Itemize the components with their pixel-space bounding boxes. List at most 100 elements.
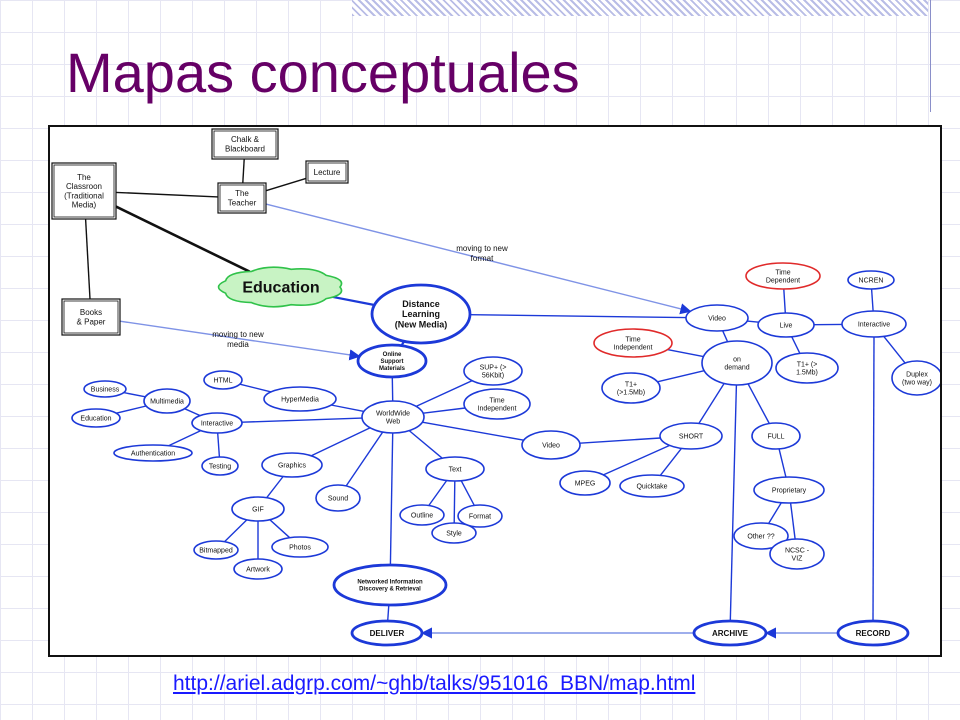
node-outline: Outline bbox=[399, 504, 445, 526]
node-artwork: Artwork bbox=[233, 558, 283, 580]
edge-on_demand-t1plus_left bbox=[657, 370, 705, 383]
node-record: RECORD bbox=[836, 619, 910, 647]
source-link[interactable]: http://ariel.adgrp.com/~ghb/talks/951016… bbox=[173, 672, 696, 695]
edge-classroom-education bbox=[115, 205, 251, 273]
node-duplex: Duplex(two way) bbox=[891, 360, 940, 396]
node-label: T1+(>1.5Mb) bbox=[617, 381, 645, 396]
node-label: Other ?? bbox=[747, 533, 774, 540]
node-label: HTML bbox=[213, 377, 232, 384]
node-html: HTML bbox=[203, 370, 243, 390]
node-t1plus_left: T1+(>1.5Mb) bbox=[601, 372, 661, 404]
node-label: Multimedia bbox=[150, 398, 184, 405]
node-other: Other ?? bbox=[733, 522, 789, 550]
node-label: NCREN bbox=[859, 277, 884, 284]
edge-hypermedia-html bbox=[239, 383, 272, 393]
node-quicktake: Quicktake bbox=[619, 474, 685, 498]
node-label: Video bbox=[708, 315, 726, 322]
node-label: Outline bbox=[411, 512, 433, 519]
node-business: Business bbox=[83, 380, 127, 398]
edge-graphics-gif bbox=[266, 476, 284, 499]
node-label: Education bbox=[80, 415, 111, 422]
edge-short-mpeg bbox=[603, 444, 670, 476]
node-education_small: Education bbox=[71, 408, 121, 428]
edge-www-hypermedia bbox=[330, 404, 365, 413]
node-sup: SUP+ (>56Kbit) bbox=[463, 356, 523, 386]
edge-full-proprietary bbox=[778, 448, 787, 478]
node-label: Artwork bbox=[246, 566, 270, 573]
node-label: Format bbox=[469, 513, 491, 520]
edge-distance-video_top bbox=[469, 314, 687, 319]
edge-www-time_indep_blue bbox=[423, 407, 466, 414]
node-label: Testing bbox=[209, 463, 231, 470]
edge-www-sup bbox=[415, 380, 473, 408]
node-label: Business bbox=[91, 386, 120, 393]
node-short: SHORT bbox=[659, 422, 723, 450]
node-label: NCSC -VIZ bbox=[785, 547, 810, 562]
edge-multimedia-education_small bbox=[116, 405, 147, 414]
edge-education-distance bbox=[330, 295, 375, 307]
edge-interactive_right-ncren bbox=[870, 288, 874, 312]
edge-video_top-live bbox=[747, 320, 759, 323]
edge-classroom-books bbox=[84, 218, 91, 300]
node-label: SUP+ (>56Kbit) bbox=[480, 364, 507, 379]
node-label: GIF bbox=[252, 506, 264, 513]
edge-multimedia-business bbox=[123, 391, 146, 398]
node-lecture: Lecture bbox=[305, 160, 349, 184]
edge-gif-bitmapped bbox=[224, 519, 248, 543]
edge-video_top-on_demand bbox=[722, 330, 729, 343]
node-label: SHORT bbox=[679, 433, 704, 440]
edge-classroom-teacher bbox=[115, 191, 219, 198]
node-video_top: Video bbox=[685, 304, 749, 332]
edge-gif-photos bbox=[269, 519, 291, 539]
edge-proprietary-other bbox=[768, 502, 782, 524]
node-text: Text bbox=[425, 456, 485, 482]
node-mpeg: MPEG bbox=[559, 470, 611, 496]
edge-text-style bbox=[453, 480, 456, 524]
edge-teacher-video_top bbox=[265, 203, 692, 315]
node-label: T1+ (>1.5Mb) bbox=[796, 361, 818, 376]
edge-www-sound bbox=[345, 431, 384, 487]
node-label: Style bbox=[446, 530, 462, 537]
edge-interactive_right-duplex bbox=[883, 335, 906, 364]
node-format: Format bbox=[457, 504, 503, 528]
node-label: Bitmapped bbox=[199, 547, 233, 554]
edge-short-quicktake bbox=[659, 447, 682, 476]
slide-vertical-rule bbox=[930, 0, 931, 112]
node-interactive_left: Interactive bbox=[191, 412, 243, 434]
node-label: Interactive bbox=[201, 420, 233, 427]
edge-interactive_left-multimedia bbox=[184, 408, 201, 417]
node-multimedia: Multimedia bbox=[143, 388, 191, 414]
edge-www-video_mid bbox=[422, 421, 524, 441]
edge-live-t1plus_top bbox=[791, 336, 801, 354]
node-full: FULL bbox=[751, 422, 801, 450]
edge-chalk-teacher bbox=[242, 158, 245, 184]
node-label: FULL bbox=[767, 433, 784, 440]
node-graphics: Graphics bbox=[261, 452, 323, 478]
node-label: HyperMedia bbox=[281, 396, 319, 403]
edge-www-interactive_left bbox=[241, 417, 363, 423]
node-proprietary: Proprietary bbox=[753, 476, 825, 504]
edge-interactive_right-record bbox=[872, 336, 875, 622]
node-sound: Sound bbox=[315, 484, 361, 512]
node-education: Education bbox=[217, 266, 343, 308]
edge-proprietary-ncsc bbox=[789, 502, 796, 540]
edges-layer bbox=[84, 158, 906, 639]
node-testing: Testing bbox=[201, 456, 239, 476]
edge-networked-deliver bbox=[387, 604, 390, 622]
